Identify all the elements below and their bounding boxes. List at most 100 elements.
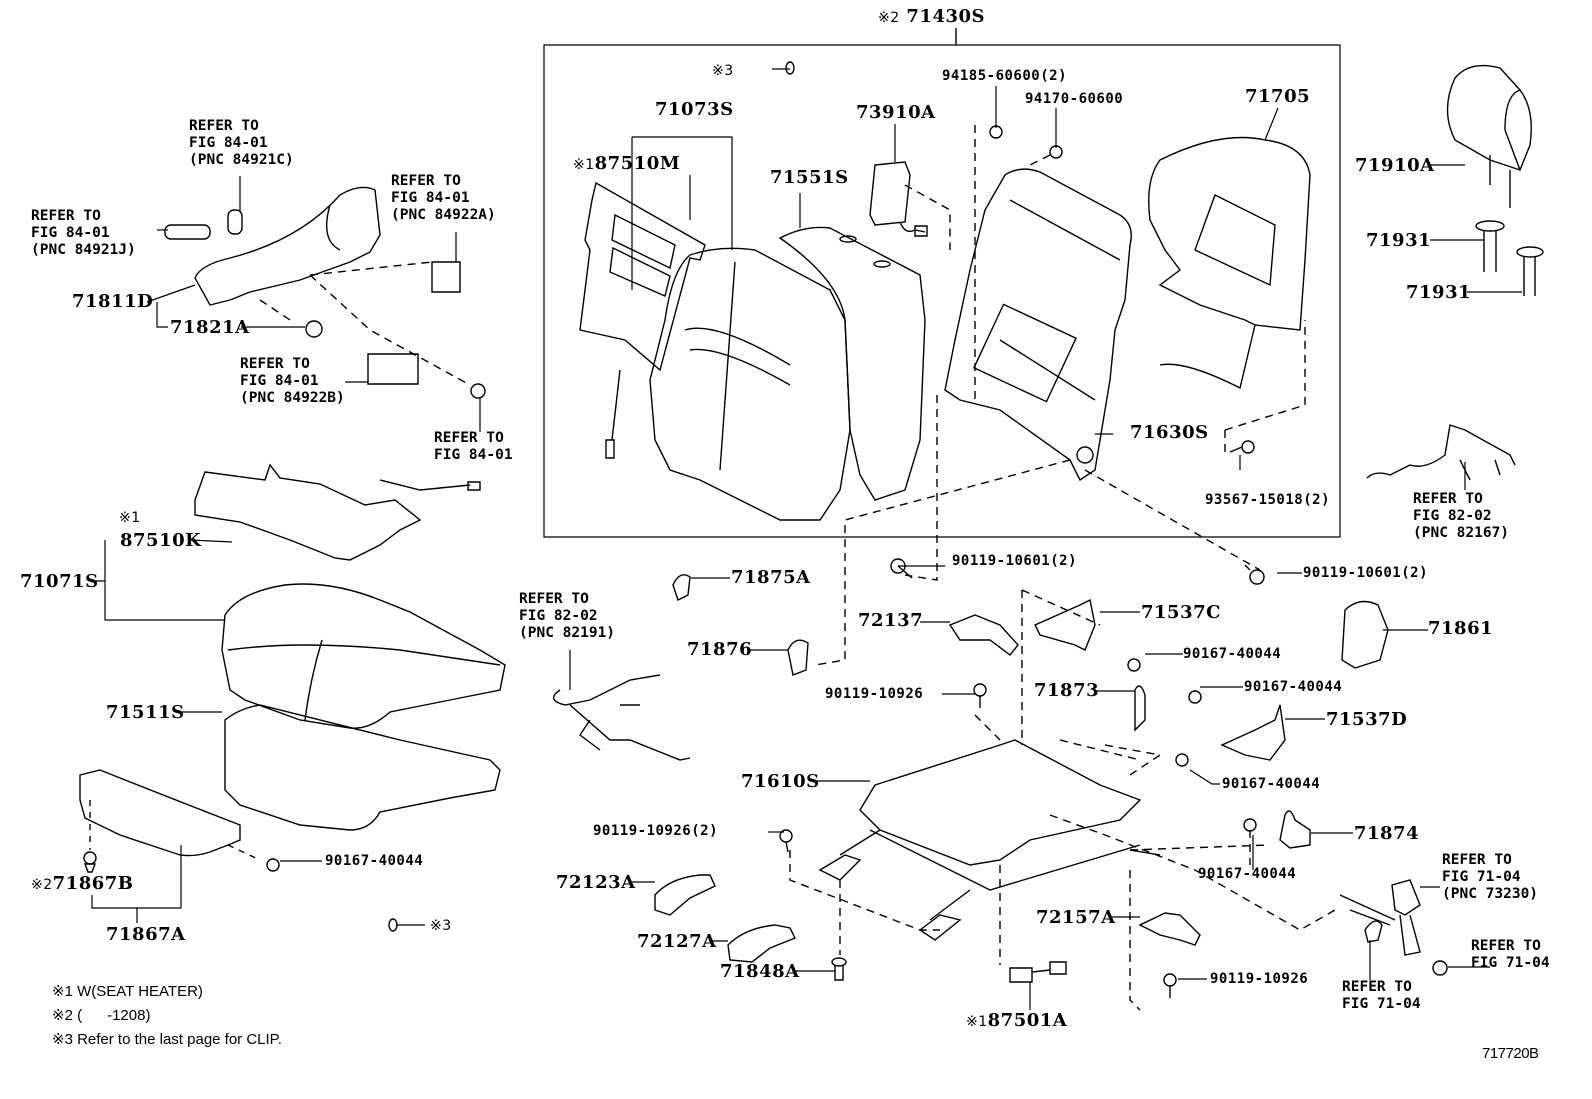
part-label-71910A[interactable]: 71910A [1355,155,1435,176]
buckle-bolt-drawing [1433,961,1447,975]
part-label-72123A[interactable]: 72123A [556,872,636,893]
part-number[interactable]: 87510M [594,153,681,174]
seatback-group-box [544,45,1340,537]
cover-72123A-drawing [655,875,715,915]
bolt-90119-10926-2-drawing [780,830,792,852]
part-label-90119-10926-2[interactable]: 90119-10926(2) [593,823,719,839]
part-label-71537D[interactable]: 71537D [1326,709,1408,730]
headrest-support-drawing [1476,221,1543,296]
part-label-71071S[interactable]: 71071S [20,571,99,592]
side-shield-drawing [195,187,380,305]
part-label-73910A[interactable]: 73910A [856,102,936,123]
part-label-71811D[interactable]: 71811D [72,291,154,312]
part-label-94185-60600[interactable]: 94185-60600(2) [942,68,1068,84]
hook-71874-drawing [1280,811,1310,848]
part-label-90119-10601-left[interactable]: 90119-10601(2) [952,553,1078,569]
part-label-71874[interactable]: 71874 [1354,823,1420,844]
part-label-71073S[interactable]: 71073S [655,99,734,120]
reference-fig-71-04-bottom[interactable]: REFER TO FIG 71-04 [1342,979,1421,1012]
part-label-71931-upper[interactable]: 71931 [1366,230,1432,251]
part-label-71848A[interactable]: 71848A [720,961,800,982]
part-label-71610S[interactable]: 71610S [741,771,820,792]
screw-90167-c-drawing [1176,754,1188,766]
footnotes: ※1 W(SEAT HEATER) ※2 ( -1208) ※3 Refer t… [52,980,282,1052]
switch-84921C-drawing [228,210,242,234]
cushion-shield-drawing [80,770,240,856]
part-label-90167-40044-left[interactable]: 90167-40044 [325,853,424,869]
bracket-71537D-drawing [1222,705,1285,760]
part-number[interactable]: 71430S [906,6,986,27]
part-label-90119-10926-mid[interactable]: 90119-10926 [825,686,924,702]
note-mark: ※3 [430,918,452,934]
seatback-heater-drawing [580,183,705,458]
side-airbag-drawing [870,162,950,250]
note-mark: ※2 [878,10,900,26]
headrest-drawing [1448,66,1532,208]
part-label-71511S[interactable]: 71511S [106,702,185,723]
part-label-90119-10601-right[interactable]: 90119-10601(2) [1303,565,1429,581]
cushion-heater-drawing [195,465,480,560]
note-mark: ※1 [119,510,141,526]
part-label-71873[interactable]: 71873 [1034,680,1100,701]
reference-84922A[interactable]: REFER TO FIG 84-01 (PNC 84922A) [391,173,496,223]
part-label-87510K[interactable]: 87510K [120,530,202,551]
cover-72157A-drawing [1140,913,1200,945]
wire-harness-82191-drawing [554,675,690,760]
part-label-71861[interactable]: 71861 [1428,618,1494,639]
part-label-71537C[interactable]: 71537C [1141,602,1221,623]
part-label-71551S[interactable]: 71551S [770,167,849,188]
part-label-93567-15018[interactable]: 93567-15018(2) [1205,492,1331,508]
dashed-assembly-lines [260,262,470,385]
seatback-cover-drawing [650,248,850,520]
recliner-cover-71861-drawing [1342,601,1388,668]
leader-lines [92,69,1522,1010]
part-label-90119-10926-right[interactable]: 90119-10926 [1210,971,1309,987]
reference-84922B[interactable]: REFER TO FIG 84-01 (PNC 84922B) [240,356,345,406]
screw-84-01-drawing [471,384,485,398]
group-label-71430S[interactable]: ※2 71430S [878,8,985,26]
part-label-90167-40044-b[interactable]: 90167-40044 [1244,679,1343,695]
seatbelt-buckle-drawing [1340,880,1420,955]
part-number[interactable]: 71867B [52,873,134,894]
part-label-90167-40044-c[interactable]: 90167-40044 [1222,776,1321,792]
part-label-71867B[interactable]: ※271867B [31,875,133,893]
part-label-72137[interactable]: 72137 [858,610,924,631]
part-label-72127A[interactable]: 72127A [637,931,717,952]
part-number[interactable]: 87501A [987,1010,1068,1031]
part-label-71931-lower[interactable]: 71931 [1406,282,1472,303]
seat-track-frame-drawing [820,740,1160,940]
hook-71873-drawing [1135,686,1145,730]
reference-73230[interactable]: REFER TO FIG 71-04 (PNC 73230) [1442,852,1539,902]
switch-84922B-drawing [368,354,418,384]
part-label-71867A[interactable]: 71867A [106,924,186,945]
part-label-71821A[interactable]: 71821A [170,317,250,338]
switch-84922A-drawing [432,262,460,292]
part-label-71705[interactable]: 71705 [1245,86,1311,107]
wire-harness-82167-drawing [1367,425,1515,480]
cushion-cover-drawing [222,584,505,728]
part-label-94170-60600[interactable]: 94170-60600 [1025,91,1124,107]
bracket-72137-drawing [950,615,1018,655]
reference-fig-84-01[interactable]: REFER TO FIG 84-01 [434,430,513,463]
part-label-72157A[interactable]: 72157A [1036,907,1116,928]
note-mark: ※2 [31,877,53,893]
part-label-71876[interactable]: 71876 [687,639,753,660]
note-mark: ※3 [712,63,734,79]
part-label-90167-40044-a[interactable]: 90167-40044 [1183,646,1282,662]
part-label-90167-40044-d[interactable]: 90167-40044 [1198,866,1297,882]
dashed-assembly-lines [815,125,1305,665]
pin-71848A-drawing [832,958,846,980]
part-label-87510M[interactable]: ※187510M [573,155,680,173]
part-label-71875A[interactable]: 71875A [731,567,811,588]
reference-82167[interactable]: REFER TO FIG 82-02 (PNC 82167) [1413,491,1510,541]
part-label-71630S[interactable]: 71630S [1130,422,1209,443]
part-label-87501A[interactable]: ※187501A [966,1012,1067,1030]
reference-82191[interactable]: REFER TO FIG 82-02 (PNC 82191) [519,591,616,641]
reference-84921J[interactable]: REFER TO FIG 84-01 (PNC 84921J) [31,208,136,258]
reference-84921C[interactable]: REFER TO FIG 84-01 (PNC 84921C) [189,118,294,168]
figure-id: 717720B [1482,1045,1539,1062]
note-mark-87510K: ※1 [119,508,141,526]
screw-90167-a-drawing [1128,659,1140,671]
reference-fig-71-04-right[interactable]: REFER TO FIG 71-04 [1471,938,1550,971]
clip-71867B-drawing [84,852,96,872]
